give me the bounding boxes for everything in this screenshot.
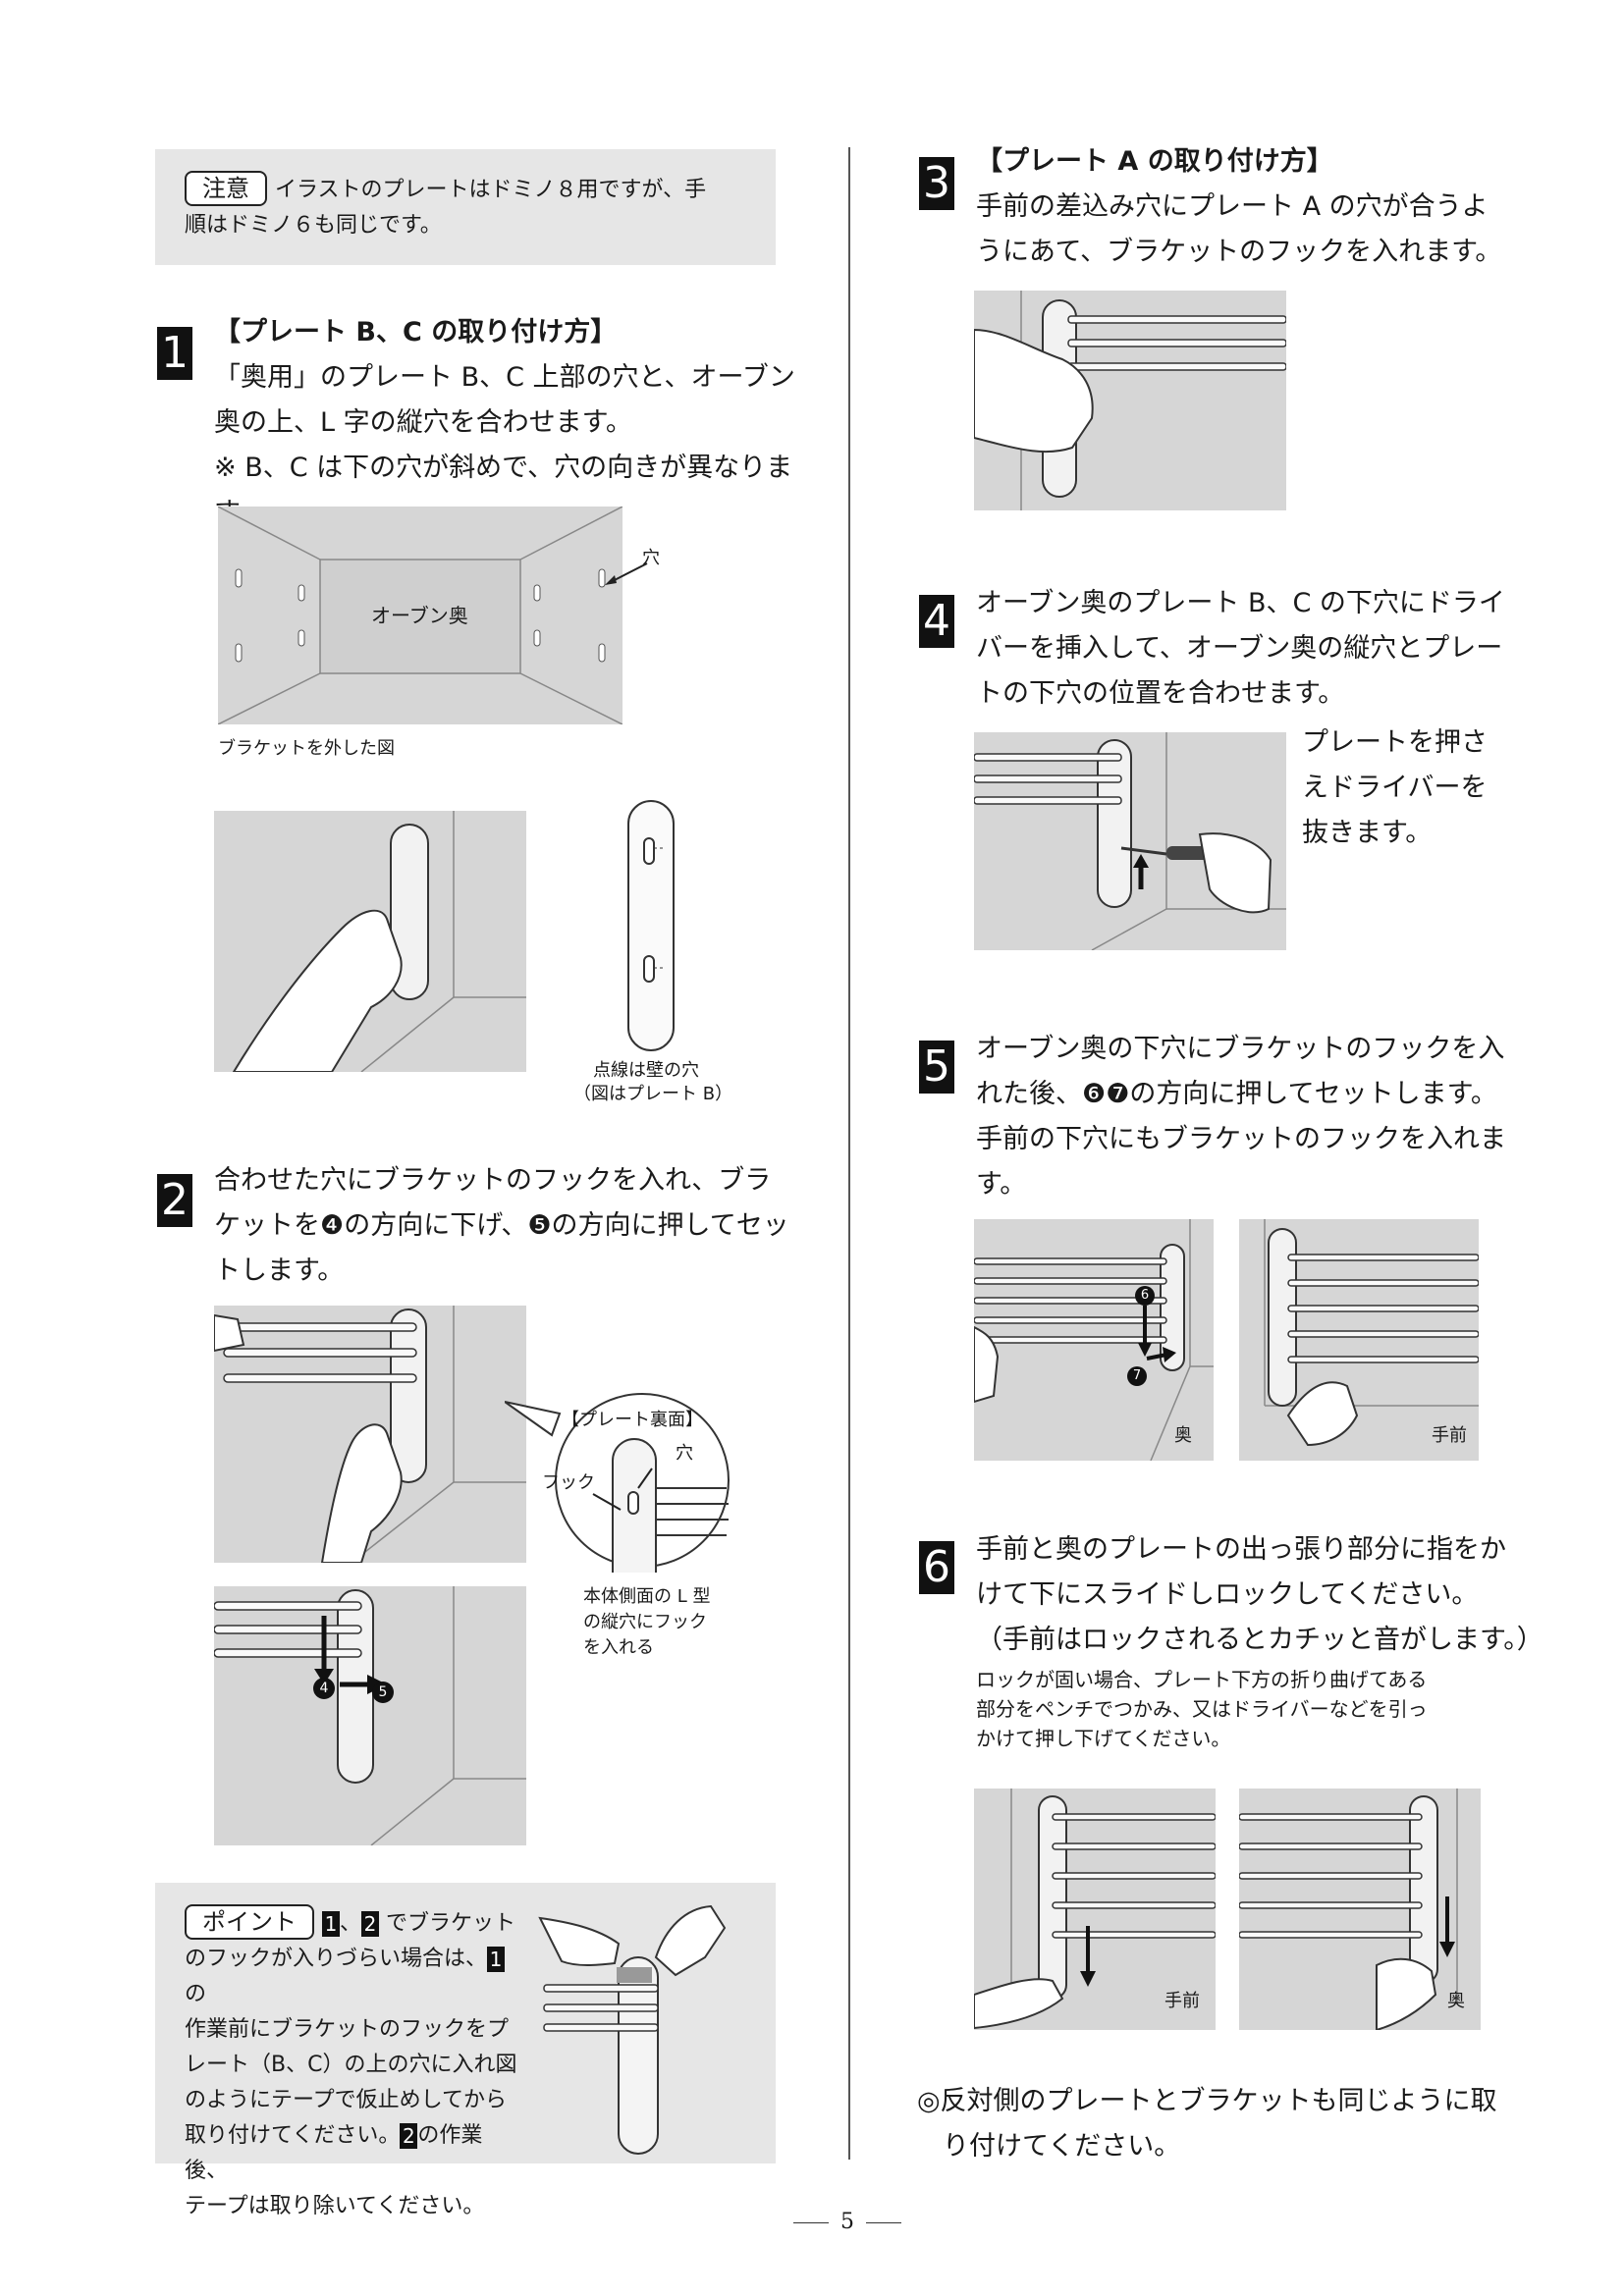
driver-insert-illustration [974, 732, 1286, 950]
step3-title: 【プレート A の取り付け方】 [976, 146, 1333, 177]
point-text-7: 取り付けてください。 [185, 2123, 401, 2148]
back-plate-set-illustration [974, 1219, 1214, 1461]
column-divider [848, 147, 850, 2160]
step5-back-label: 奥 [1174, 1425, 1192, 1446]
point-text-5: レート（B、C）の上の穴に入れ図 [185, 2053, 517, 2077]
step2-line3: トします。 [214, 1255, 345, 1286]
step5-line4: す。 [976, 1169, 1027, 1200]
point-text-9: テープは取り除いてください。 [185, 2194, 485, 2218]
step-number-4: 4 [919, 595, 954, 648]
step4-line1: オーブン奥のプレート B、C の下穴にドライ [976, 588, 1505, 618]
page-number-right-rule [866, 2222, 901, 2223]
step4-side2: えドライバーを [1302, 773, 1488, 803]
side-caption-1: 本体側面の L 型 [583, 1586, 711, 1607]
point-text-2: のフックが入りづらい場合は、 [185, 1947, 488, 1971]
oven-interior-illustration [218, 507, 623, 724]
bracket-lower-illustration [214, 1586, 526, 1845]
page-number: 5 [840, 2210, 854, 2234]
note-text-1: イラストのプレートはドミノ８用ですが、手 [275, 178, 707, 202]
step6-small2: 部分をペンチでつかみ、又はドライバーなどを引っ [976, 1697, 1428, 1721]
install-plate-illustration [214, 811, 526, 1072]
hole-label: 穴 [642, 548, 660, 568]
step6-front-label: 手前 [1164, 1991, 1200, 2011]
tape-fix-illustration [538, 1904, 727, 2155]
step-number-1: 1 [157, 327, 192, 380]
step5-front-label: 手前 [1432, 1425, 1467, 1446]
step5-line2: れた後、❻❼の方向に押してセットします。 [976, 1079, 1497, 1109]
point-text-3: の [185, 1982, 207, 2006]
arrow-label-4: 4 [319, 1681, 329, 1696]
note-badge: 注意 [185, 171, 267, 206]
hole-pointer-arrow [605, 562, 648, 585]
point-step-ref-3: 1 [487, 1947, 506, 1972]
step5-line1: オーブン奥の下穴にブラケットのフックを入 [976, 1034, 1505, 1064]
page-number-left-rule [793, 2222, 829, 2223]
bubble-hole-label: 穴 [676, 1443, 693, 1464]
step-number-5: 5 [919, 1041, 954, 1094]
step6-small3: かけて押し下げてください。 [976, 1727, 1231, 1750]
point-badge: ポイント [185, 1904, 314, 1940]
step3-line1: 手前の差込み穴にプレート A の穴が合うよ [976, 191, 1489, 222]
front-plate-set-illustration [1239, 1219, 1479, 1461]
step4-side3: 抜きます。 [1302, 818, 1433, 848]
plate-caption-1: 点線は壁の穴 [593, 1060, 699, 1081]
oven-caption: ブラケットを外した図 [218, 738, 395, 759]
step1-line1: 「奥用」のプレート B、C 上部の穴と、オーブン [214, 362, 795, 393]
point-step-ref-4: 2 [400, 2123, 418, 2149]
step-number-3: 3 [919, 157, 954, 210]
side-caption-2: の縦穴にフック [583, 1612, 707, 1632]
step6-small1: ロックが固い場合、プレート下方の折り曲げてある [976, 1668, 1428, 1691]
step4-line3: トの下穴の位置を合わせます。 [976, 678, 1345, 709]
arrow-label-7: 7 [1132, 1368, 1142, 1383]
point-step-ref-1: 1 [322, 1911, 340, 1937]
oven-label: オーブン奥 [371, 604, 468, 627]
closing-line1: ◎反対側のプレートとブラケットも同じように取 [917, 2086, 1497, 2116]
bracket-hook-illustration [214, 1306, 526, 1563]
bubble-hook-label: フック [542, 1472, 595, 1493]
arrow-label-6: 6 [1140, 1288, 1150, 1303]
point-step-ref-2: 2 [361, 1911, 380, 1937]
step2-line2: ケットを❹の方向に下げ、❺の方向に押してセッ [214, 1210, 789, 1241]
step6-line2: けて下にスライドしロックしてください。 [976, 1579, 1479, 1610]
step4-line2: バーを挿入して、オーブン奥の縦穴とプレー [976, 633, 1503, 664]
step-number-6: 6 [919, 1541, 954, 1594]
front-lock-illustration [974, 1789, 1216, 2030]
step6-back-label: 奥 [1447, 1991, 1465, 2011]
side-caption-3: を入れる [583, 1637, 654, 1658]
plate-back-detail-bubble [505, 1393, 730, 1573]
step6-line3: （手前はロックされるとカチッと音がします。） [976, 1625, 1543, 1655]
step4-side1: プレートを押さ [1302, 727, 1488, 758]
arrow-label-5: 5 [378, 1684, 388, 1700]
plate-a-illustration [974, 291, 1286, 510]
note-box: 注意イラストのプレートはドミノ８用ですが、手 順はドミノ６も同じです。 [155, 149, 776, 265]
point-text-6: のようにテープで仮止めしてから [185, 2088, 508, 2112]
note-text-2: 順はドミノ６も同じです。 [185, 213, 442, 238]
plate-b-illustration [627, 800, 675, 1051]
point-text-8: の作業後、 [185, 2123, 483, 2183]
plate-caption-2: （図はプレート B） [573, 1084, 733, 1104]
step6-line1: 手前と奥のプレートの出っ張り部分に指をか [976, 1534, 1506, 1565]
step5-line3: 手前の下穴にもブラケットのフックを入れま [976, 1124, 1506, 1154]
step1-line2: 奥の上、L 字の縦穴を合わせます。 [214, 407, 632, 438]
step-number-2: 2 [157, 1174, 192, 1227]
closing-line2: り付けてください。 [943, 2131, 1181, 2162]
back-lock-illustration [1239, 1789, 1481, 2030]
point-text-1: でブラケット [386, 1911, 516, 1936]
point-text-4: 作業前にブラケットのフックをプ [185, 2017, 510, 2042]
step2-line1: 合わせた穴にブラケットのフックを入れ、ブラ [214, 1165, 772, 1196]
bubble-title: 【プレート裏面】 [562, 1410, 703, 1430]
step3-line2: うにあて、ブラケットのフックを入れます。 [976, 237, 1502, 267]
step1-title: 【プレート B、C の取り付け方】 [214, 317, 618, 347]
